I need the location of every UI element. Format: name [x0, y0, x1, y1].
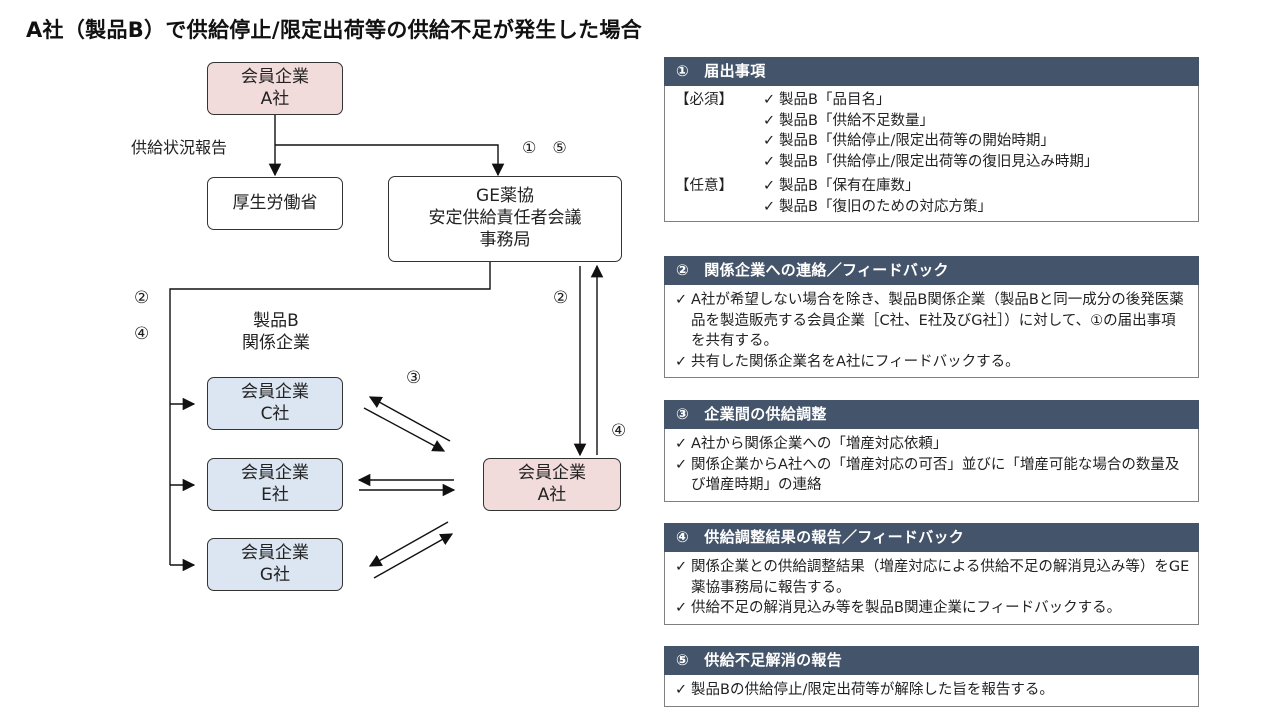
box-ministry: 厚生労働省 [207, 177, 343, 230]
marker-2-left: ② [134, 288, 150, 308]
group-label-line-2: 関係企業 [242, 333, 310, 354]
group-label-line-1: 製品B [253, 311, 299, 331]
item-text: 製品Bの供給停止/限定出荷等が解除した旨を報告する。 [691, 682, 1054, 698]
optional-items: ✓製品B「保有在庫数」 ✓製品B「復旧のための対応方策」 [763, 176, 1190, 217]
check-icon: ✓ [675, 559, 688, 575]
check-icon: ✓ [763, 133, 776, 150]
supply-report-label: 供給状況報告 [131, 138, 228, 157]
panel-header: ① 届出事項 [664, 57, 1199, 86]
panel-body: ✓A社から関係企業への「増産対応依頼」 ✓関係企業からA社への「増産対応の可否」… [664, 429, 1199, 502]
optional-block: 【任意】 ✓製品B「保有在庫数」 ✓製品B「復旧のための対応方策」 [675, 176, 1190, 217]
box-member-company-a-top: 会員企業 A社 [207, 62, 343, 115]
marker-4-right: ④ [611, 421, 627, 441]
panel-header: ④ 供給調整結果の報告／フィードバック [664, 523, 1199, 552]
item-text: 関係企業との供給調整結果（増産対応による供給不足の解消見込み等）をGE薬協事務局… [691, 559, 1190, 596]
item-text: 関係企業からA社への「増産対応の可否」並びに「増産可能な場合の数量及び増産時期」… [691, 456, 1180, 494]
box-line-2: C社 [260, 403, 290, 424]
item-text: 製品B「復旧のための対応方策」 [779, 198, 992, 215]
box-member-company-g: 会員企業 G社 [207, 538, 343, 591]
marker-3: ③ [406, 368, 422, 388]
box-line-1: GE薬協 [476, 186, 534, 207]
step-labels-1-5: ① ⑤ [522, 138, 567, 157]
list-item: ✓製品B「供給停止/限定出荷等の復旧見込み時期」 [763, 152, 1190, 173]
panel-body: ✓関係企業との供給調整結果（増産対応による供給不足の解消見込み等）をGE薬協事務… [664, 552, 1199, 625]
required-tag: 【必須】 [675, 92, 733, 108]
optional-tag: 【任意】 [675, 178, 733, 195]
page-title: A社（製品B）で供給停止/限定出荷等の供給不足が発生した場合 [26, 18, 642, 42]
arrow-a-to-g [368, 521, 449, 567]
box-line-1: 会員企業 [241, 542, 309, 563]
item-text: 共有した関係企業名をA社にフィードバックする。 [691, 353, 1020, 370]
panel-body: ✓A社が希望しない場合を除き、製品B関係企業（製品Bと同一成分の後発医薬品を製造… [664, 285, 1199, 379]
check-icon: ✓ [675, 353, 688, 370]
arrow-a-to-ge-office [275, 144, 505, 177]
list-item: ✓製品B「供給不足数量」 [763, 111, 1190, 132]
check-icon: ✓ [763, 198, 776, 215]
marker-4-left: ④ [134, 324, 150, 344]
check-icon: ✓ [675, 456, 688, 473]
line-ge-to-left-bus [169, 262, 491, 565]
panel-header: ⑤ 供給不足解消の報告 [664, 646, 1199, 675]
list-item: ✓製品B「保有在庫数」 [763, 176, 1190, 197]
panel-resolution-report: ⑤ 供給不足解消の報告 ✓製品Bの供給停止/限定出荷等が解除した旨を報告する。 [664, 646, 1199, 707]
box-line-1: 会員企業 [241, 66, 309, 87]
required-block: 【必須】 ✓製品B「品目名」 ✓製品B「供給不足数量」 ✓製品B「供給停止/限定… [675, 90, 1190, 172]
check-icon: ✓ [763, 178, 776, 195]
item-text: 製品B「供給停止/限定出荷等の開始時期」 [779, 133, 1055, 150]
related-companies-label: 製品B 関係企業 [228, 310, 324, 354]
arrow-g-to-a [373, 533, 454, 579]
marker-2-mid: ② [553, 288, 569, 308]
list-item: ✓製品B「復旧のための対応方策」 [763, 197, 1190, 218]
box-member-company-e: 会員企業 E社 [207, 458, 343, 511]
box-member-company-c: 会員企業 C社 [207, 377, 343, 430]
item-text: A社から関係企業への「増産対応依頼」 [691, 436, 948, 452]
required-items: ✓製品B「品目名」 ✓製品B「供給不足数量」 ✓製品B「供給停止/限定出荷等の開… [763, 90, 1190, 172]
diagram-connectors [169, 114, 604, 579]
check-icon: ✓ [763, 112, 776, 129]
box-member-company-a-bottom: 会員企業 A社 [483, 458, 621, 511]
panel-body: 【必須】 ✓製品B「品目名」 ✓製品B「供給不足数量」 ✓製品B「供給停止/限定… [664, 86, 1199, 223]
panel-notification-items: ① 届出事項 【必須】 ✓製品B「品目名」 ✓製品B「供給不足数量」 ✓製品B「… [664, 57, 1199, 223]
check-icon: ✓ [675, 600, 688, 617]
arrow-a-to-c [368, 396, 451, 442]
box-line-2: A社 [537, 484, 567, 505]
list-item: ✓共有した関係企業名をA社にフィードバックする。 [675, 352, 1190, 373]
check-icon: ✓ [675, 682, 688, 698]
box-line-2: E社 [261, 484, 289, 505]
item-text: 製品B「品目名」 [779, 92, 891, 108]
list-item: ✓製品B「品目名」 [763, 90, 1190, 111]
box-line-1: 会員企業 [241, 381, 309, 402]
panel-body: ✓製品Bの供給停止/限定出荷等が解除した旨を報告する。 [664, 675, 1199, 707]
item-text: A社が希望しない場合を除き、製品B関係企業（製品Bと同一成分の後発医薬品を製造販… [691, 292, 1184, 350]
panel-result-report: ④ 供給調整結果の報告／フィードバック ✓関係企業との供給調整結果（増産対応によ… [664, 523, 1199, 625]
list-item: ✓A社が希望しない場合を除き、製品B関係企業（製品Bと同一成分の後発医薬品を製造… [675, 290, 1190, 352]
list-item: ✓関係企業との供給調整結果（増産対応による供給不足の解消見込み等）をGE薬協事務… [675, 557, 1190, 598]
box-line-3: 事務局 [479, 229, 531, 250]
list-item: ✓関係企業からA社への「増産対応の可否」並びに「増産可能な場合の数量及び増産時期… [675, 455, 1190, 496]
check-icon: ✓ [675, 292, 688, 308]
item-text: 供給不足の解消見込み等を製品B関連企業にフィードバックする。 [691, 600, 1122, 617]
panel-header: ② 関係企業への連絡／フィードバック [664, 256, 1199, 285]
box-line-1: 会員企業 [241, 462, 309, 483]
list-item: ✓A社から関係企業への「増産対応依頼」 [675, 434, 1190, 455]
ministry-label: 厚生労働省 [232, 192, 318, 213]
item-text: 製品B「供給停止/限定出荷等の復旧見込み時期」 [779, 153, 1099, 170]
box-ge-office: GE薬協 安定供給責任者会議 事務局 [388, 176, 622, 262]
item-text: 製品B「供給不足数量」 [779, 112, 934, 129]
panel-contact-feedback: ② 関係企業への連絡／フィードバック ✓A社が希望しない場合を除き、製品B関係企… [664, 256, 1199, 379]
check-icon: ✓ [675, 436, 688, 452]
panel-supply-coordination: ③ 企業間の供給調整 ✓A社から関係企業への「増産対応依頼」 ✓関係企業からA社… [664, 400, 1199, 502]
arrow-c-to-a [363, 407, 446, 452]
list-item: ✓製品Bの供給停止/限定出荷等が解除した旨を報告する。 [675, 680, 1190, 701]
item-text: 製品B「保有在庫数」 [779, 178, 920, 195]
check-icon: ✓ [763, 153, 776, 170]
box-line-2: 安定供給責任者会議 [428, 208, 582, 229]
list-item: ✓製品B「供給停止/限定出荷等の開始時期」 [763, 131, 1190, 152]
panel-header: ③ 企業間の供給調整 [664, 400, 1199, 429]
box-line-2: A社 [260, 88, 290, 109]
box-line-1: 会員企業 [518, 462, 586, 483]
list-item: ✓供給不足の解消見込み等を製品B関連企業にフィードバックする。 [675, 598, 1190, 619]
check-icon: ✓ [763, 92, 776, 108]
box-line-2: G社 [259, 564, 291, 585]
